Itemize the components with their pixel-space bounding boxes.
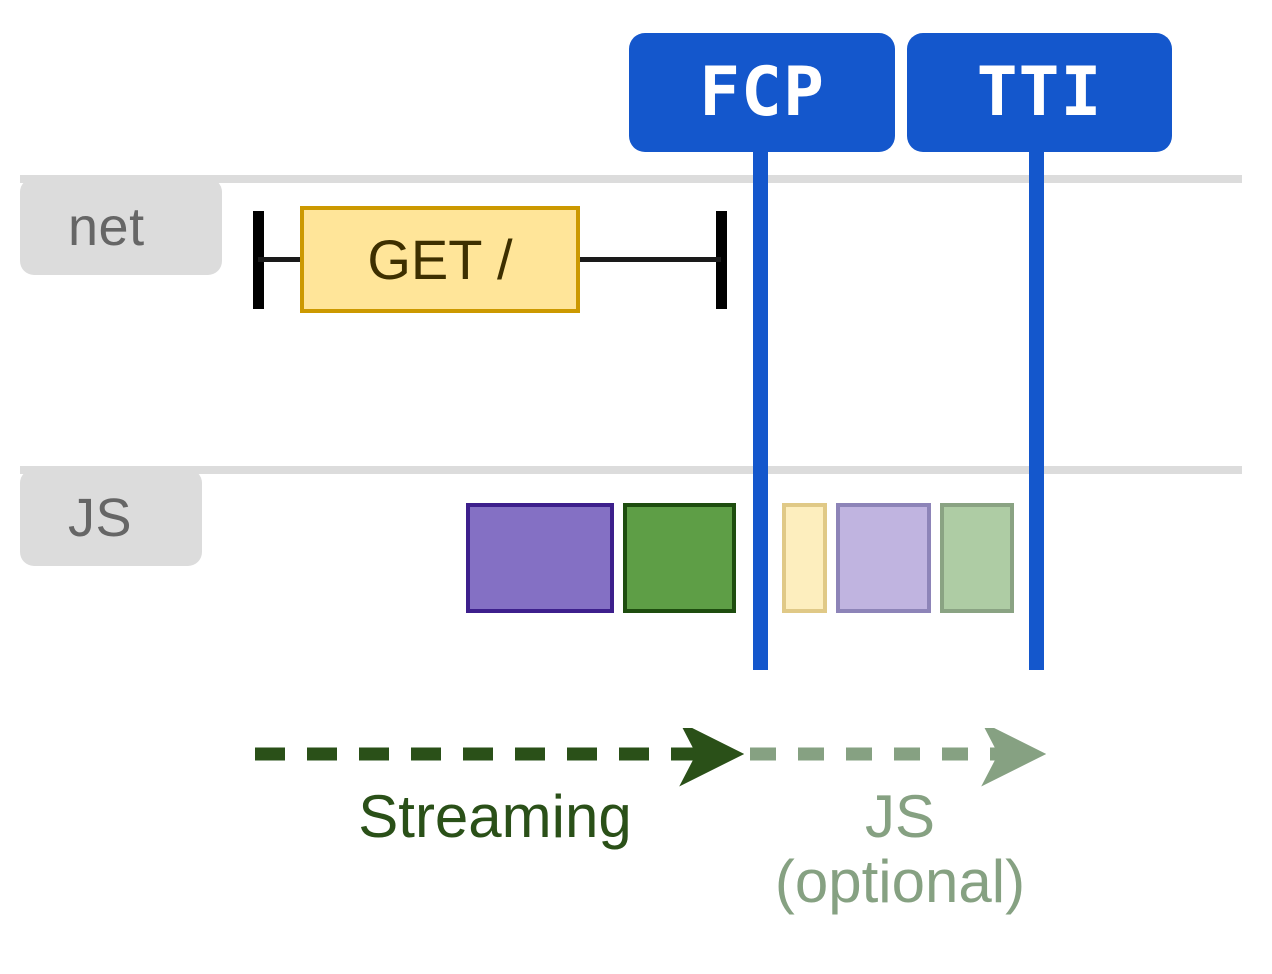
tti-badge-label: TTI bbox=[976, 52, 1103, 132]
deferred-green-block[interactable] bbox=[940, 503, 1014, 613]
network-request-block[interactable]: GET / bbox=[300, 206, 580, 313]
request-trailing-connector bbox=[575, 257, 721, 262]
progress-arrows bbox=[255, 728, 1047, 787]
deferred-purple-block[interactable] bbox=[836, 503, 931, 613]
row-label-js: JS bbox=[20, 469, 202, 566]
request-end-cap bbox=[716, 211, 727, 309]
fcp-badge[interactable]: FCP bbox=[629, 33, 895, 152]
render-green-block[interactable] bbox=[623, 503, 736, 613]
js-timeline-rule bbox=[20, 466, 1242, 474]
streaming-label: Streaming bbox=[358, 783, 632, 850]
fcp-badge-label: FCP bbox=[699, 52, 825, 132]
tti-badge[interactable]: TTI bbox=[907, 33, 1172, 152]
network-request-label: GET / bbox=[367, 227, 513, 291]
fcp-marker-line bbox=[753, 110, 768, 670]
request-leading-connector bbox=[258, 257, 306, 262]
hydration-purple-block[interactable] bbox=[466, 503, 614, 613]
tti-marker-line bbox=[1029, 110, 1044, 670]
row-label-net: net bbox=[20, 178, 222, 275]
deferred-yellow-block[interactable] bbox=[782, 503, 827, 613]
js-optional-label: JS (optional) bbox=[774, 783, 1026, 915]
row-label-net-text: net bbox=[68, 196, 145, 257]
row-label-js-text: JS bbox=[68, 487, 133, 548]
net-timeline-rule bbox=[20, 175, 1242, 183]
